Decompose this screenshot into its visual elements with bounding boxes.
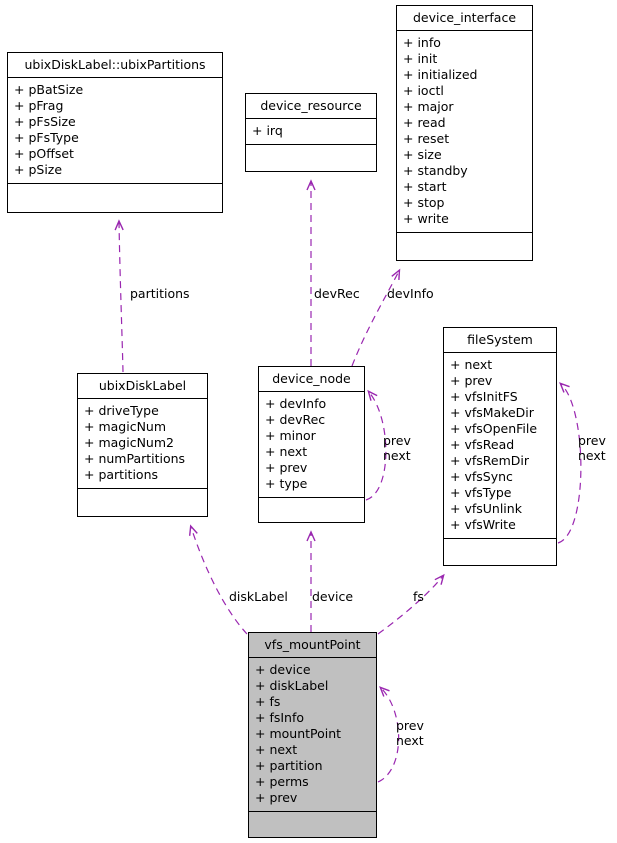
attribute-row: + devInfo xyxy=(265,396,327,411)
attribute-row: + pFrag xyxy=(14,98,64,113)
class-operations-device-resource xyxy=(246,145,376,171)
attribute-row: + read xyxy=(403,115,446,130)
class-title-ubix-partitions: ubixDiskLabel::ubixPartitions xyxy=(8,53,222,78)
attribute-row: + vfsMakeDir xyxy=(450,405,534,420)
attribute-row: + vfsWrite xyxy=(450,517,516,532)
class-title-device-node: device_node xyxy=(259,367,364,392)
edge-label-fs: fs xyxy=(413,589,424,604)
attribute-row: + info xyxy=(403,35,441,50)
class-operations-ubix-partitions xyxy=(8,184,222,212)
attribute-row: + vfsType xyxy=(450,485,512,500)
attribute-row: + diskLabel xyxy=(255,678,329,693)
edge-label-devRec: devRec xyxy=(314,286,360,301)
attribute-row: + size xyxy=(403,147,442,162)
attribute-row: + reset xyxy=(403,131,450,146)
attribute-row: + vfsSync xyxy=(450,469,513,484)
edge-filesystem-self xyxy=(557,382,582,544)
attribute-row: + pFsSize xyxy=(14,114,76,129)
edge-label-mount-point-prev: prev xyxy=(396,718,424,733)
class-title-file-system: fileSystem xyxy=(444,328,556,353)
class-operations-ubix-disk-label xyxy=(78,489,207,516)
class-attributes-device-node: + devInfo + devRec + minor + next + prev… xyxy=(259,392,364,498)
class-title-device-resource: device_resource xyxy=(246,94,376,119)
edge-diskLabel xyxy=(188,524,248,635)
edge-label-partitions: partitions xyxy=(130,286,190,301)
attribute-row: + vfsOpenFile xyxy=(450,421,538,436)
attribute-row: + pBatSize xyxy=(14,82,84,97)
edge-label-file-system-prev: prev xyxy=(578,433,606,448)
attribute-row: + pOffset xyxy=(14,146,74,161)
attribute-row: + next xyxy=(450,357,493,372)
attribute-row: + start xyxy=(403,179,447,194)
class-attributes-device-resource: + irq xyxy=(246,119,376,145)
class-title-ubix-disk-label: ubixDiskLabel xyxy=(78,374,207,399)
edge-label-mount-point-next: next xyxy=(396,733,424,748)
edge-label-devInfo: devInfo xyxy=(387,286,434,301)
attribute-row: + type xyxy=(265,476,308,491)
attribute-row: + minor xyxy=(265,428,316,443)
attribute-row: + devRec xyxy=(265,412,326,427)
class-box-ubix-partitions[interactable]: ubixDiskLabel::ubixPartitions + pBatSize… xyxy=(7,52,223,213)
attribute-row: + prev xyxy=(450,373,493,388)
class-attributes-vfs-mount-point: + device + diskLabel + fs + fsInfo + mou… xyxy=(249,658,376,812)
class-box-device-interface[interactable]: device_interface + info + init + initial… xyxy=(396,5,533,261)
attribute-row: + numPartitions xyxy=(84,451,186,466)
edge-label-device-node-prev: prev xyxy=(383,433,411,448)
attribute-row: + partitions xyxy=(84,467,159,482)
class-box-device-resource[interactable]: device_resource + irq xyxy=(245,93,377,172)
attribute-row: + irq xyxy=(252,123,283,138)
attribute-row: + init xyxy=(403,51,438,66)
class-attributes-file-system: + next + prev + vfsInitFS + vfsMakeDir +… xyxy=(444,353,556,539)
attribute-row: + prev xyxy=(255,790,298,805)
attribute-row: + ioctl xyxy=(403,83,444,98)
class-box-device-node[interactable]: device_node + devInfo + devRec + minor +… xyxy=(258,366,365,523)
class-attributes-ubix-partitions: + pBatSize + pFrag + pFsSize + pFsType +… xyxy=(8,78,222,184)
attribute-row: + fsInfo xyxy=(255,710,305,725)
attribute-row: + vfsRead xyxy=(450,437,515,452)
attribute-row: + write xyxy=(403,211,449,226)
attribute-row: + next xyxy=(255,742,298,757)
attribute-row: + mountPoint xyxy=(255,726,342,741)
class-operations-vfs-mount-point xyxy=(249,812,376,837)
attribute-row: + pFsType xyxy=(14,130,79,145)
attribute-row: + perms xyxy=(255,774,309,789)
attribute-row: + prev xyxy=(265,460,308,475)
class-attributes-ubix-disk-label: + driveType + magicNum + magicNum2 + num… xyxy=(78,399,207,489)
attribute-row: + magicNum2 xyxy=(84,435,174,450)
edge-label-device: device xyxy=(312,589,354,604)
attribute-row: + vfsRemDir xyxy=(450,453,529,468)
class-operations-device-node xyxy=(259,498,364,522)
attribute-row: + vfsUnlink xyxy=(450,501,522,516)
class-box-ubix-disk-label[interactable]: ubixDiskLabel + driveType + magicNum + m… xyxy=(77,373,208,517)
edge-partitions xyxy=(114,219,124,373)
class-box-vfs-mount-point[interactable]: vfs_mountPoint + device + diskLabel + fs… xyxy=(248,632,377,838)
class-attributes-device-interface: + info + init + initialized + ioctl + ma… xyxy=(397,31,532,233)
class-operations-file-system xyxy=(444,539,556,565)
attribute-row: + partition xyxy=(255,758,323,773)
attribute-row: + device xyxy=(255,662,311,677)
attribute-row: + pSize xyxy=(14,162,63,177)
attribute-row: + major xyxy=(403,99,454,114)
attribute-row: + vfsInitFS xyxy=(450,389,518,404)
edge-label-file-system-next: next xyxy=(578,448,606,463)
class-box-file-system[interactable]: fileSystem + next + prev + vfsInitFS + v… xyxy=(443,327,557,566)
attribute-row: + fs xyxy=(255,694,281,709)
class-title-vfs-mount-point: vfs_mountPoint xyxy=(249,633,376,658)
class-title-device-interface: device_interface xyxy=(397,6,532,31)
edge-label-diskLabel: diskLabel xyxy=(229,589,288,604)
attribute-row: + initialized xyxy=(403,67,478,82)
attribute-row: + magicNum xyxy=(84,419,167,434)
attribute-row: + next xyxy=(265,444,308,459)
edge-label-device-node-next: next xyxy=(383,448,411,463)
attribute-row: + driveType xyxy=(84,403,159,418)
class-operations-device-interface xyxy=(397,233,532,260)
attribute-row: + standby xyxy=(403,163,468,178)
edge-fs xyxy=(377,573,445,635)
attribute-row: + stop xyxy=(403,195,445,210)
